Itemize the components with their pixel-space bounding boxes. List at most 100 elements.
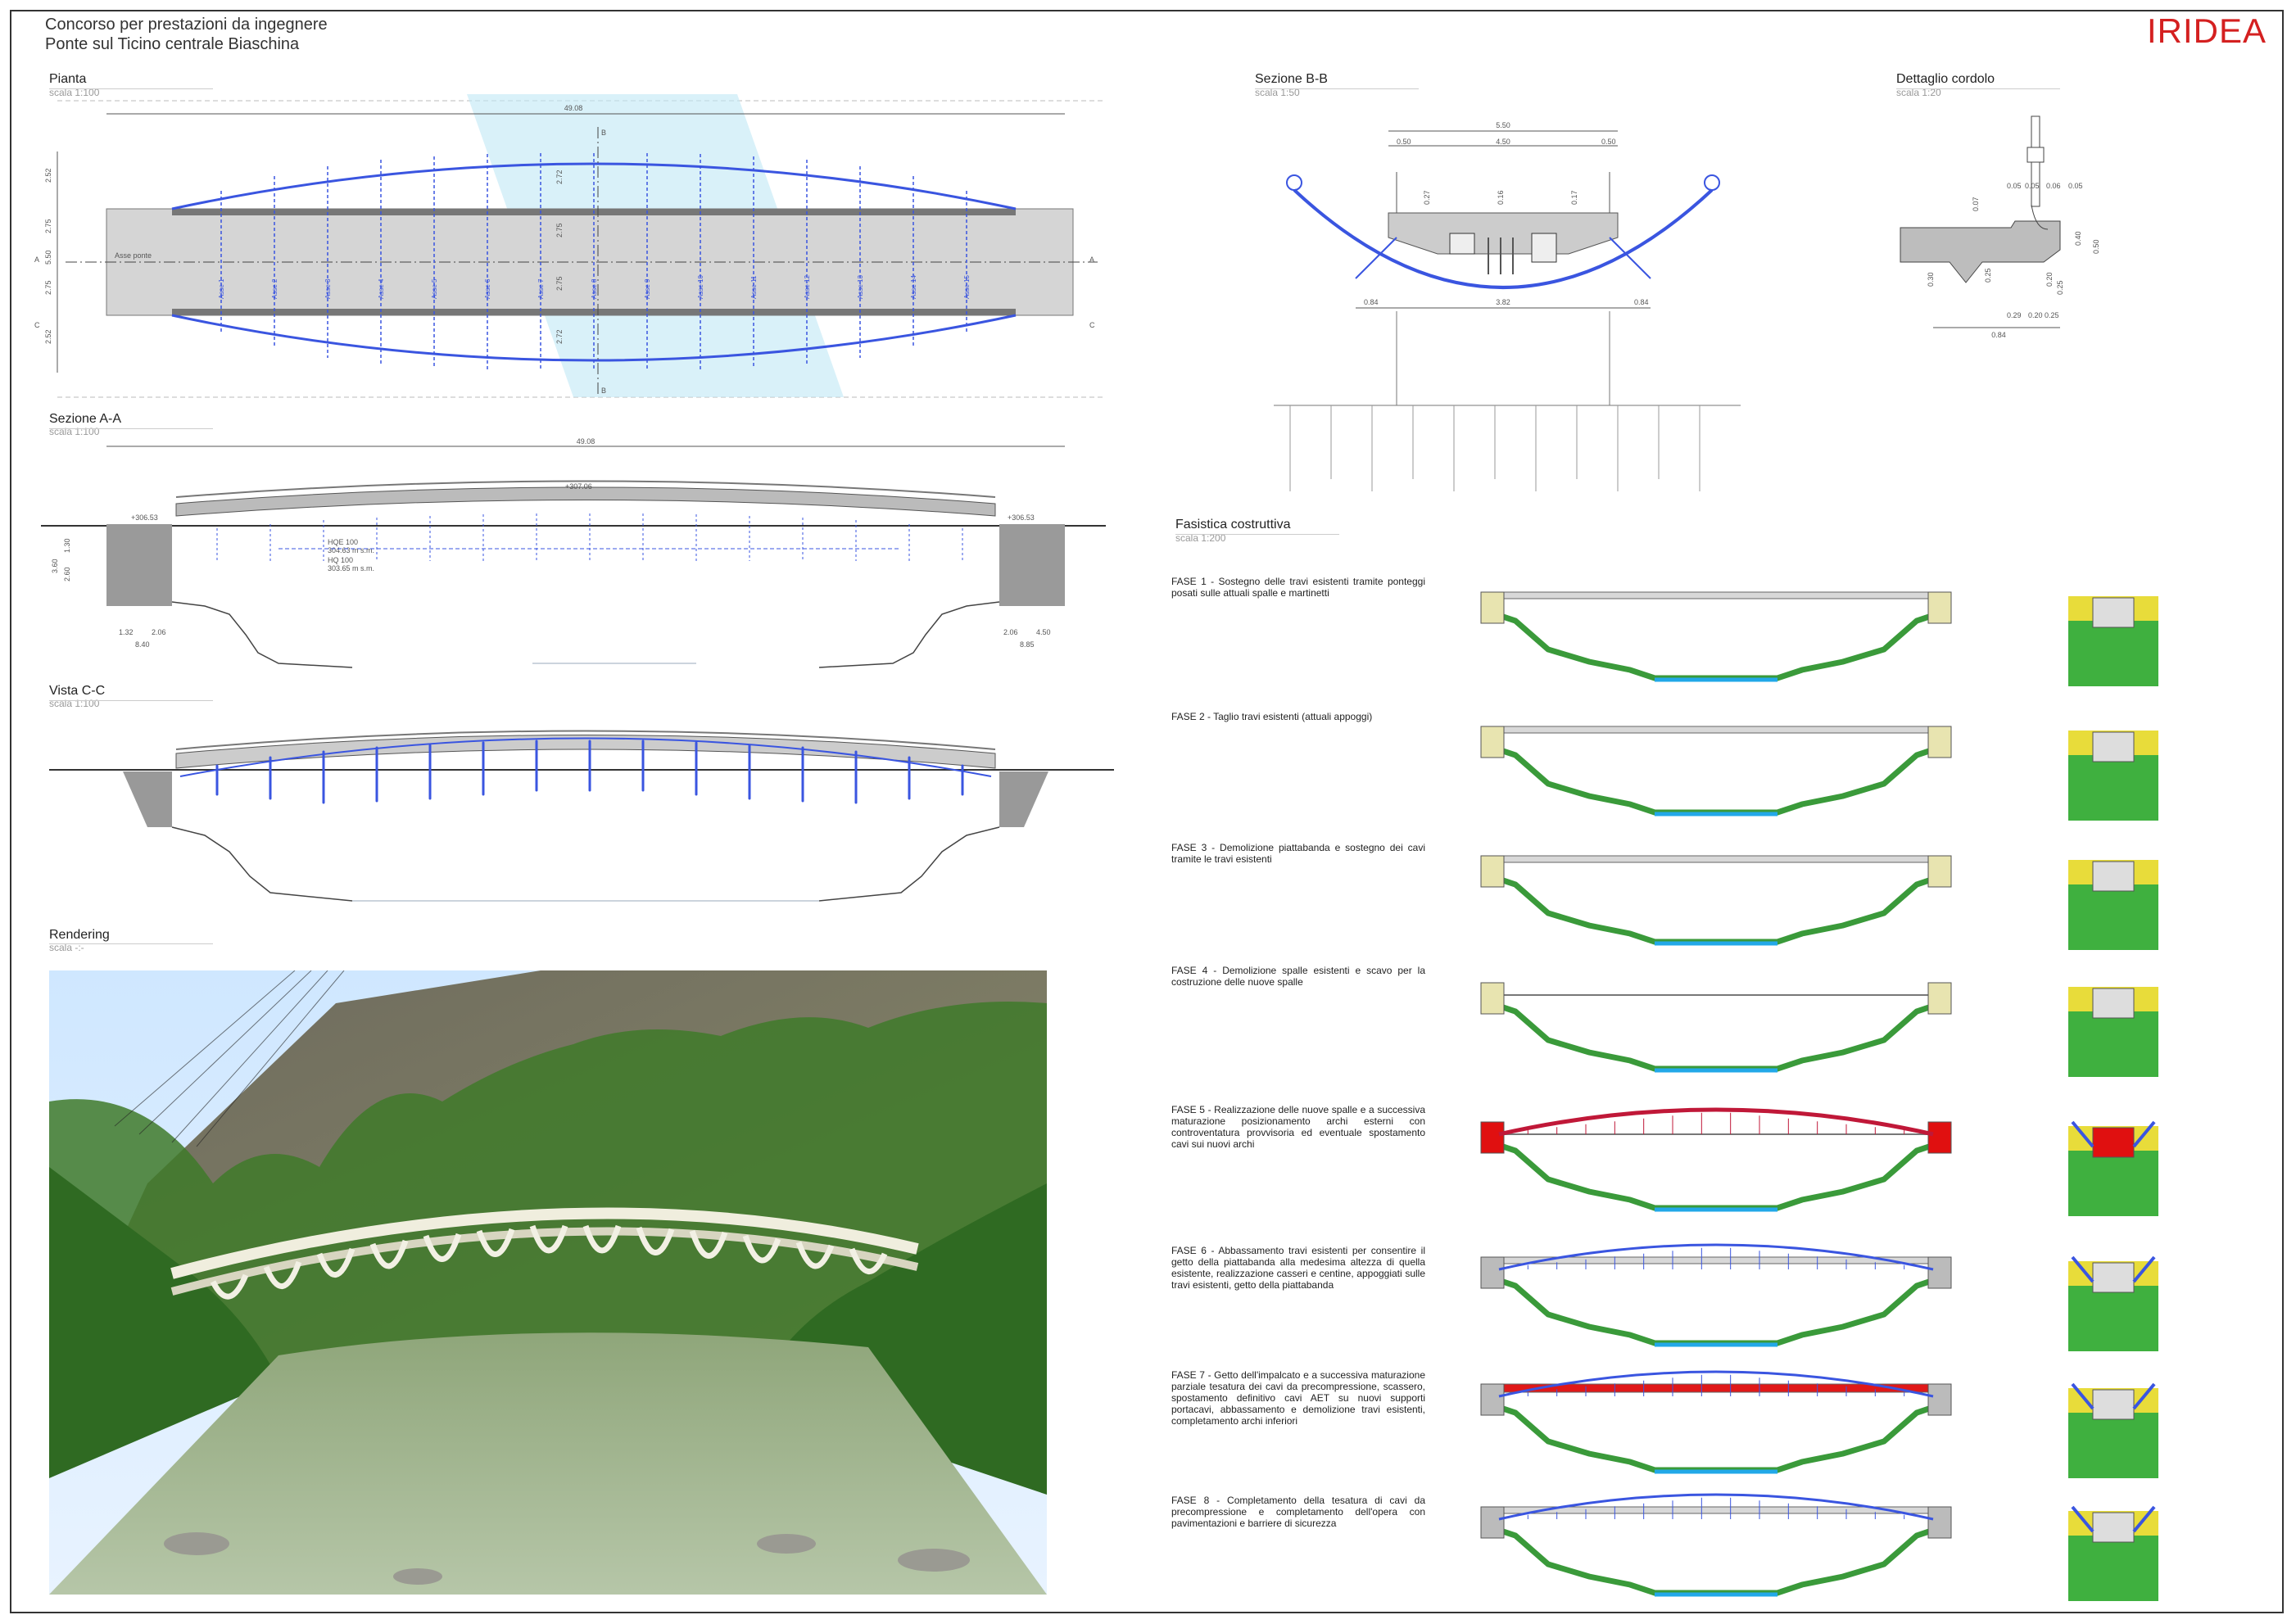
svg-text:1.32: 1.32 [119,628,134,636]
svg-text:0.50: 0.50 [2092,239,2100,254]
sez-bb-underline [1255,88,1419,89]
phase-1-section-deck [2092,597,2135,628]
fasistica-scale: scala 1:200 [1175,532,1226,544]
svg-text:5.50: 5.50 [1496,121,1510,129]
project-header-line1: Concorso per prestazioni da ingegnere [45,16,328,34]
phase-7-section-arch [2071,1382,2156,1410]
vista-cc-underline [49,700,213,701]
elev-left: +306.53 [131,513,158,522]
svg-text:2.75: 2.75 [44,219,52,233]
axis-label-11: Asse 11 [750,275,758,299]
axis-label: Asse ponte [115,251,152,260]
phase-1-deck [1498,591,1934,599]
svg-text:0.25: 0.25 [2045,311,2059,319]
svg-text:HQ 100: HQ 100 [328,556,353,564]
svg-text:0.25: 0.25 [2056,280,2064,295]
pianta-plan-drawing: 49.08 B B A A C C Asse ponte 2.52 2.75 5… [34,94,1106,398]
axis-label-13: Asse 13 [857,275,864,299]
phase-1-abutment-right [1927,591,1952,624]
axis-label-7: Asse 7 [537,278,545,299]
phase-5-terrain [1489,1139,1943,1211]
axis-label-10: Asse 10 [697,275,704,299]
svg-text:304.63 m s.m.: 304.63 m s.m. [328,546,374,554]
sez-aa-underline [49,428,213,429]
mark-a-right: A [1089,256,1094,264]
phase-1-text: FASE 1 - Sostegno delle travi esistenti … [1171,576,1425,599]
phase-8-section-deck [2092,1512,2135,1543]
phase-6-text: FASE 6 - Abbassamento travi esistenti pe… [1171,1245,1425,1291]
phase-6-abutment-left [1480,1256,1505,1289]
svg-text:0.20: 0.20 [2028,311,2043,319]
axis-label-9: Asse 9 [644,278,651,299]
svg-text:0.50: 0.50 [1397,138,1411,146]
phase-5-abutment-right [1927,1121,1952,1154]
phase-7-deck [1498,1383,1934,1393]
svg-text:2.06: 2.06 [152,628,166,636]
axis-label-1: Asse 1 [218,278,225,299]
axis-label-8: Asse 8 [591,278,598,299]
axis-label-15: Asse 15 [963,275,971,299]
phase-8-section-arch [2071,1505,2156,1533]
phase-3-text: FASE 3 - Demolizione piattabanda e soste… [1171,842,1425,865]
svg-text:4.50: 4.50 [1036,628,1051,636]
svg-text:2.06: 2.06 [1003,628,1018,636]
svg-text:49.08: 49.08 [577,437,596,446]
cordolo-drawing: 0.05 0.05 0.06 0.05 0.07 0.40 0.50 0.30 … [1900,115,2100,339]
phase-7-abutment-left [1480,1383,1505,1416]
elev-right: +306.53 [1008,513,1035,522]
phase-4-abutment-left [1480,982,1505,1015]
svg-text:0.05: 0.05 [2025,182,2040,190]
svg-text:0.20: 0.20 [2045,272,2054,287]
fasistica-title: Fasistica costruttiva [1175,518,1291,532]
cordolo-underline [1896,88,2060,89]
rendering-scale: scala -:- [49,942,84,953]
svg-text:2.75: 2.75 [555,223,564,237]
svg-text:303.65 m s.m.: 303.65 m s.m. [328,564,374,572]
svg-text:0.84: 0.84 [1634,298,1649,306]
axis-label-4: Asse 4 [378,278,385,299]
svg-text:3.60: 3.60 [51,559,59,573]
phase-7-text: FASE 7 - Getto dell'impalcato e a succes… [1171,1369,1425,1427]
phase-8-abutment-left [1480,1506,1505,1539]
svg-text:0.16: 0.16 [1497,190,1505,205]
phase-6-terrain [1489,1274,1943,1346]
phase-3-abutment-left [1480,855,1505,888]
phase-4-abutment-right [1927,982,1952,1015]
phase-6-abutment-right [1927,1256,1952,1289]
mark-b-top: B [601,129,606,137]
svg-text:0.29: 0.29 [2007,311,2022,319]
svg-text:4.50: 4.50 [1496,138,1510,146]
svg-text:2.75: 2.75 [555,276,564,291]
mark-c-left: C [34,321,40,329]
phase-2-terrain [1489,744,1943,816]
phase-4-text: FASE 4 - Demolizione spalle esistenti e … [1171,965,1425,988]
svg-text:0.17: 0.17 [1570,190,1578,205]
phase-1-terrain [1489,609,1943,681]
svg-text:0.06: 0.06 [2046,182,2061,190]
svg-text:2.75: 2.75 [44,280,52,295]
pianta-scale: scala 1:100 [49,87,100,98]
pianta-span-dim: 49.08 [564,104,583,112]
sez-aa-drawing: 49.08 +306.53 +307.06 +306.53 HQE 100 30… [41,437,1106,668]
svg-text:5.50: 5.50 [44,250,52,265]
mark-c-right: C [1089,321,1095,329]
svg-text:0.05: 0.05 [2007,182,2022,190]
phase-2-abutment-left [1480,726,1505,758]
phase-5-abutment-left [1480,1121,1505,1154]
phase-3-abutment-right [1927,855,1952,888]
vista-cc-drawing [49,730,1114,902]
cordolo-scale: scala 1:20 [1896,87,1941,98]
phase-4-terrain [1489,1000,1943,1072]
phase-2-abutment-right [1927,726,1952,758]
fasistica-underline [1175,534,1339,535]
svg-text:0.84: 0.84 [1991,331,2006,339]
phase-4-section-deck [2092,988,2135,1019]
svg-text:2.72: 2.72 [555,170,564,184]
cordolo-title: Dettaglio cordolo [1896,72,1995,86]
svg-text:0.27: 0.27 [1423,190,1431,205]
phase-5-section-deck [2092,1127,2135,1158]
svg-text:2.52: 2.52 [44,168,52,183]
svg-text:2.52: 2.52 [44,329,52,344]
rendering-underline [49,943,213,944]
phase-2-text: FASE 2 - Taglio travi esistenti (attuali… [1171,711,1373,722]
